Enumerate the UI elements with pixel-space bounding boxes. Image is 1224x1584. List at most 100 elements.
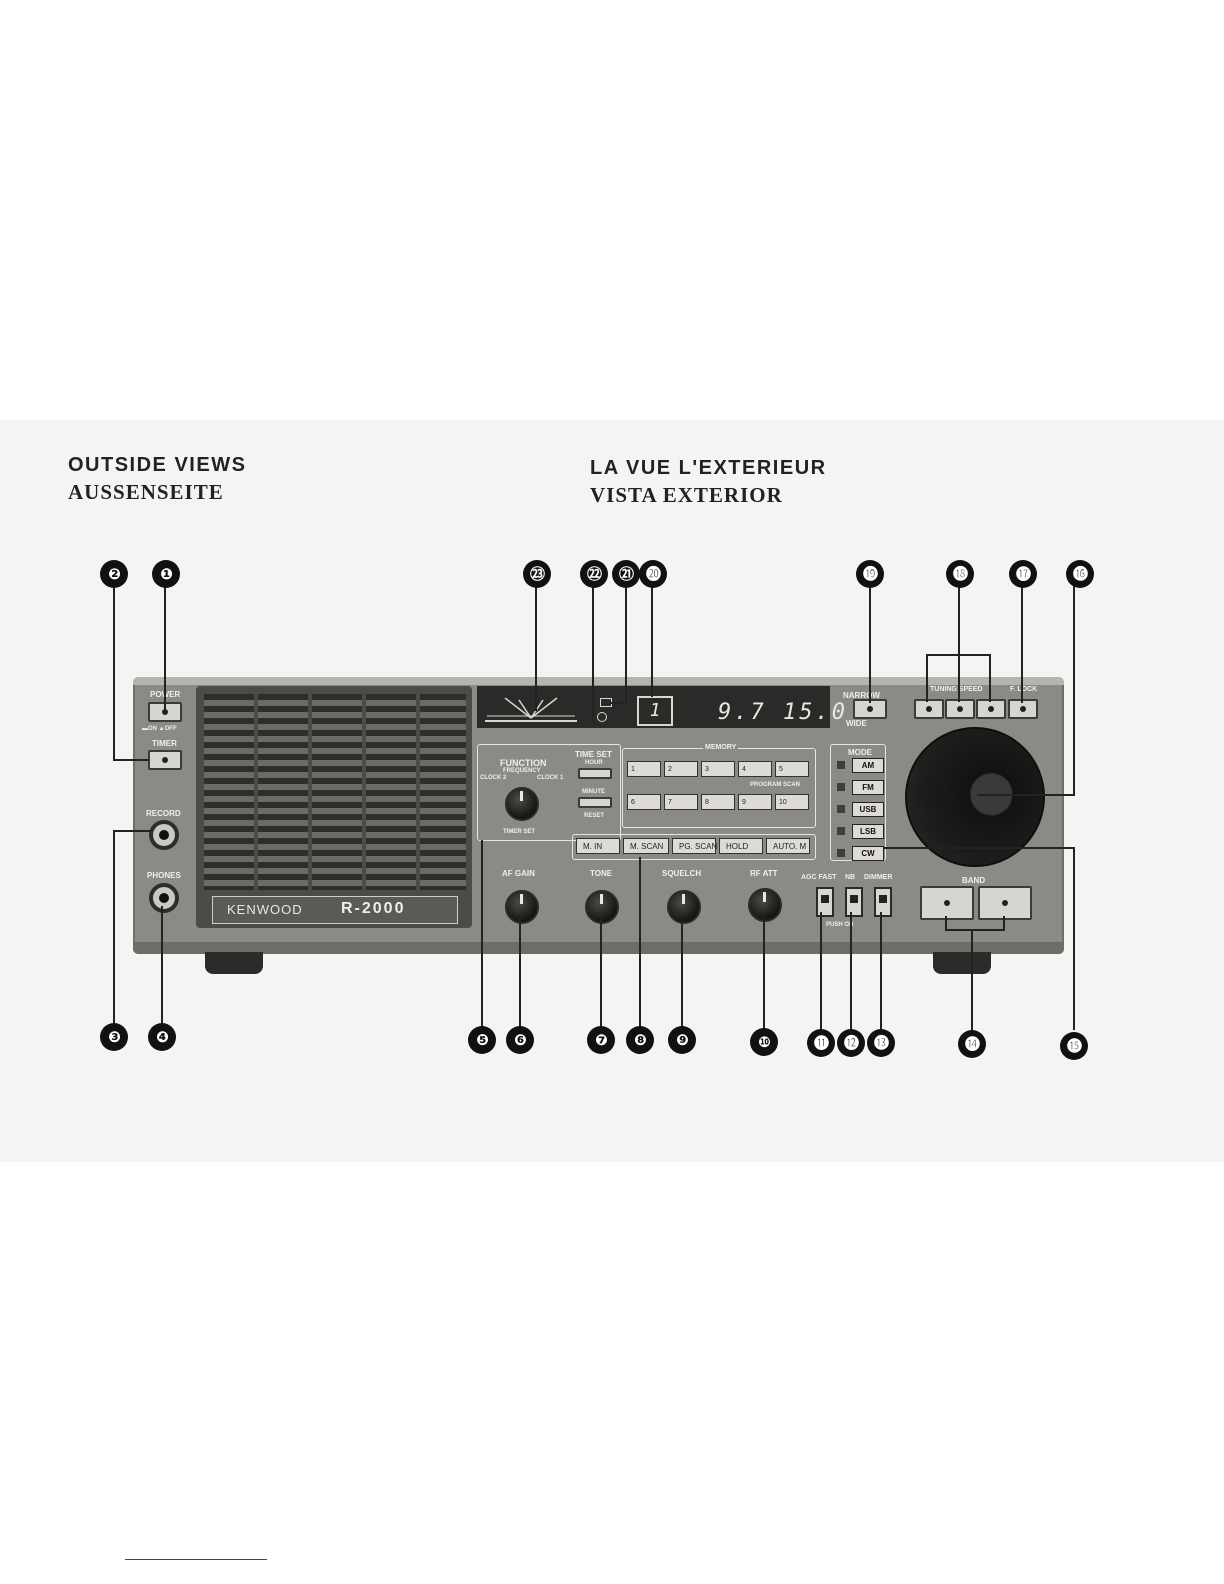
leader-14-b bbox=[1003, 916, 1005, 930]
squelch-knob[interactable] bbox=[667, 890, 701, 924]
function-selector-knob[interactable] bbox=[505, 787, 539, 821]
nb-switch[interactable] bbox=[845, 887, 863, 917]
tuning-speed-label: TUNING SPEED bbox=[930, 686, 983, 693]
leader-5 bbox=[481, 840, 483, 1030]
scan-bar-panel bbox=[572, 834, 816, 860]
callout-3: ❸ bbox=[100, 1023, 128, 1051]
callout-2: ❷ bbox=[100, 560, 128, 588]
rf-att-knob[interactable] bbox=[748, 888, 782, 922]
nb-label: NB bbox=[845, 874, 856, 881]
leader-21 bbox=[625, 585, 627, 703]
tuning-speed-button-2[interactable] bbox=[945, 699, 975, 719]
mode-fm-key[interactable]: FM bbox=[852, 780, 884, 795]
narrow-label: NARROW bbox=[843, 691, 880, 700]
memory-key-6[interactable]: 6 bbox=[627, 794, 661, 810]
timer-button[interactable] bbox=[148, 750, 182, 770]
callout-9: ❾ bbox=[668, 1026, 696, 1054]
s-meter-needles bbox=[487, 697, 575, 719]
callout-14: ⓮ bbox=[958, 1030, 986, 1058]
auto-m-key[interactable]: AUTO. M bbox=[766, 838, 810, 854]
callout-6: ❻ bbox=[506, 1026, 534, 1054]
minute-label: MINUTE bbox=[582, 789, 605, 795]
memory-key-3[interactable]: 3 bbox=[701, 761, 735, 777]
leader-3 bbox=[113, 831, 115, 1026]
main-tuning-knob[interactable] bbox=[905, 727, 1045, 867]
leader-18-c bbox=[989, 654, 991, 702]
memory-key-4[interactable]: 4 bbox=[738, 761, 772, 777]
memory-label: MEMORY bbox=[703, 744, 739, 751]
band-down-button[interactable] bbox=[920, 886, 974, 920]
record-label: RECORD bbox=[146, 809, 181, 818]
leader-2-h bbox=[113, 759, 149, 761]
mode-led-lsb bbox=[837, 827, 845, 835]
mode-cw-key[interactable]: CW bbox=[852, 846, 884, 861]
callout-20: ⓴ bbox=[639, 560, 667, 588]
hour-button[interactable] bbox=[578, 768, 612, 779]
callout-21: ㉑ bbox=[612, 560, 640, 588]
pg-scan-key[interactable]: PG. SCAN bbox=[672, 838, 717, 854]
hold-key[interactable]: HOLD bbox=[719, 838, 763, 854]
mode-lsb-key[interactable]: LSB bbox=[852, 824, 884, 839]
mode-usb-key[interactable]: USB bbox=[852, 802, 884, 817]
record-jack[interactable] bbox=[149, 820, 179, 850]
phones-jack[interactable] bbox=[149, 883, 179, 913]
af-gain-knob[interactable] bbox=[505, 890, 539, 924]
callout-5: ❺ bbox=[468, 1026, 496, 1054]
frequency-position-label: FREQUENCY bbox=[503, 768, 541, 774]
band-up-button[interactable] bbox=[978, 886, 1032, 920]
speaker-grille bbox=[204, 694, 466, 890]
brand-name: KENWOOD bbox=[227, 902, 303, 917]
leader-9 bbox=[681, 918, 683, 1030]
m-in-key[interactable]: M. IN bbox=[576, 838, 620, 854]
on-off-label: ▬ON ▲OFF bbox=[142, 726, 177, 732]
reset-label: RESET bbox=[584, 813, 605, 819]
memory-key-8[interactable]: 8 bbox=[701, 794, 735, 810]
memory-key-1[interactable]: 1 bbox=[627, 761, 661, 777]
mode-led-fm bbox=[837, 783, 845, 791]
memory-key-2[interactable]: 2 bbox=[664, 761, 698, 777]
leader-1 bbox=[164, 585, 166, 710]
leader-18-a bbox=[926, 654, 928, 702]
tone-knob[interactable] bbox=[585, 890, 619, 924]
memory-panel bbox=[622, 748, 816, 828]
leader-19 bbox=[869, 585, 871, 703]
rf-att-label: RF ATT bbox=[750, 869, 778, 878]
leader-10 bbox=[763, 916, 765, 1030]
leader-18 bbox=[958, 585, 960, 702]
leader-3-h bbox=[113, 830, 151, 832]
channel-readout: 1 bbox=[637, 696, 673, 726]
timer-set-position-label: TIMER SET bbox=[503, 829, 536, 835]
timer-label: TIMER bbox=[152, 739, 177, 748]
memory-key-10[interactable]: 10 bbox=[775, 794, 809, 810]
callout-1: ❶ bbox=[152, 560, 180, 588]
minute-button[interactable] bbox=[578, 797, 612, 808]
squelch-label: SQUELCH bbox=[662, 869, 702, 878]
leader-13 bbox=[880, 912, 882, 1030]
leader-14-h bbox=[945, 929, 1005, 931]
agc-fast-switch[interactable] bbox=[816, 887, 834, 917]
dimmer-switch[interactable] bbox=[874, 887, 892, 917]
function-panel bbox=[477, 744, 621, 841]
mode-led-usb bbox=[837, 805, 845, 813]
callout-8: ❽ bbox=[626, 1026, 654, 1054]
frequency-readout: 9.7 15.0 bbox=[718, 700, 848, 725]
left-foot bbox=[205, 952, 263, 974]
s-meter bbox=[485, 694, 577, 722]
memory-key-9[interactable]: 9 bbox=[738, 794, 772, 810]
callout-23: ㉓ bbox=[523, 560, 551, 588]
leader-12 bbox=[850, 912, 852, 1030]
tuning-speed-button-1[interactable] bbox=[914, 699, 944, 719]
callout-17: ⓱ bbox=[1009, 560, 1037, 588]
memory-key-5[interactable]: 5 bbox=[775, 761, 809, 777]
leader-16 bbox=[1073, 585, 1075, 796]
callout-16: ⓰ bbox=[1066, 560, 1094, 588]
mode-am-key[interactable]: AM bbox=[852, 758, 884, 773]
m-scan-key[interactable]: M. SCAN bbox=[623, 838, 669, 854]
f-lock-button[interactable] bbox=[1008, 699, 1038, 719]
leader-2 bbox=[113, 585, 115, 760]
leader-7 bbox=[600, 918, 602, 1030]
leader-8 bbox=[639, 857, 641, 1030]
memory-key-7[interactable]: 7 bbox=[664, 794, 698, 810]
clock1-position-label: CLOCK 1 bbox=[537, 775, 564, 781]
tuning-speed-button-3[interactable] bbox=[976, 699, 1006, 719]
